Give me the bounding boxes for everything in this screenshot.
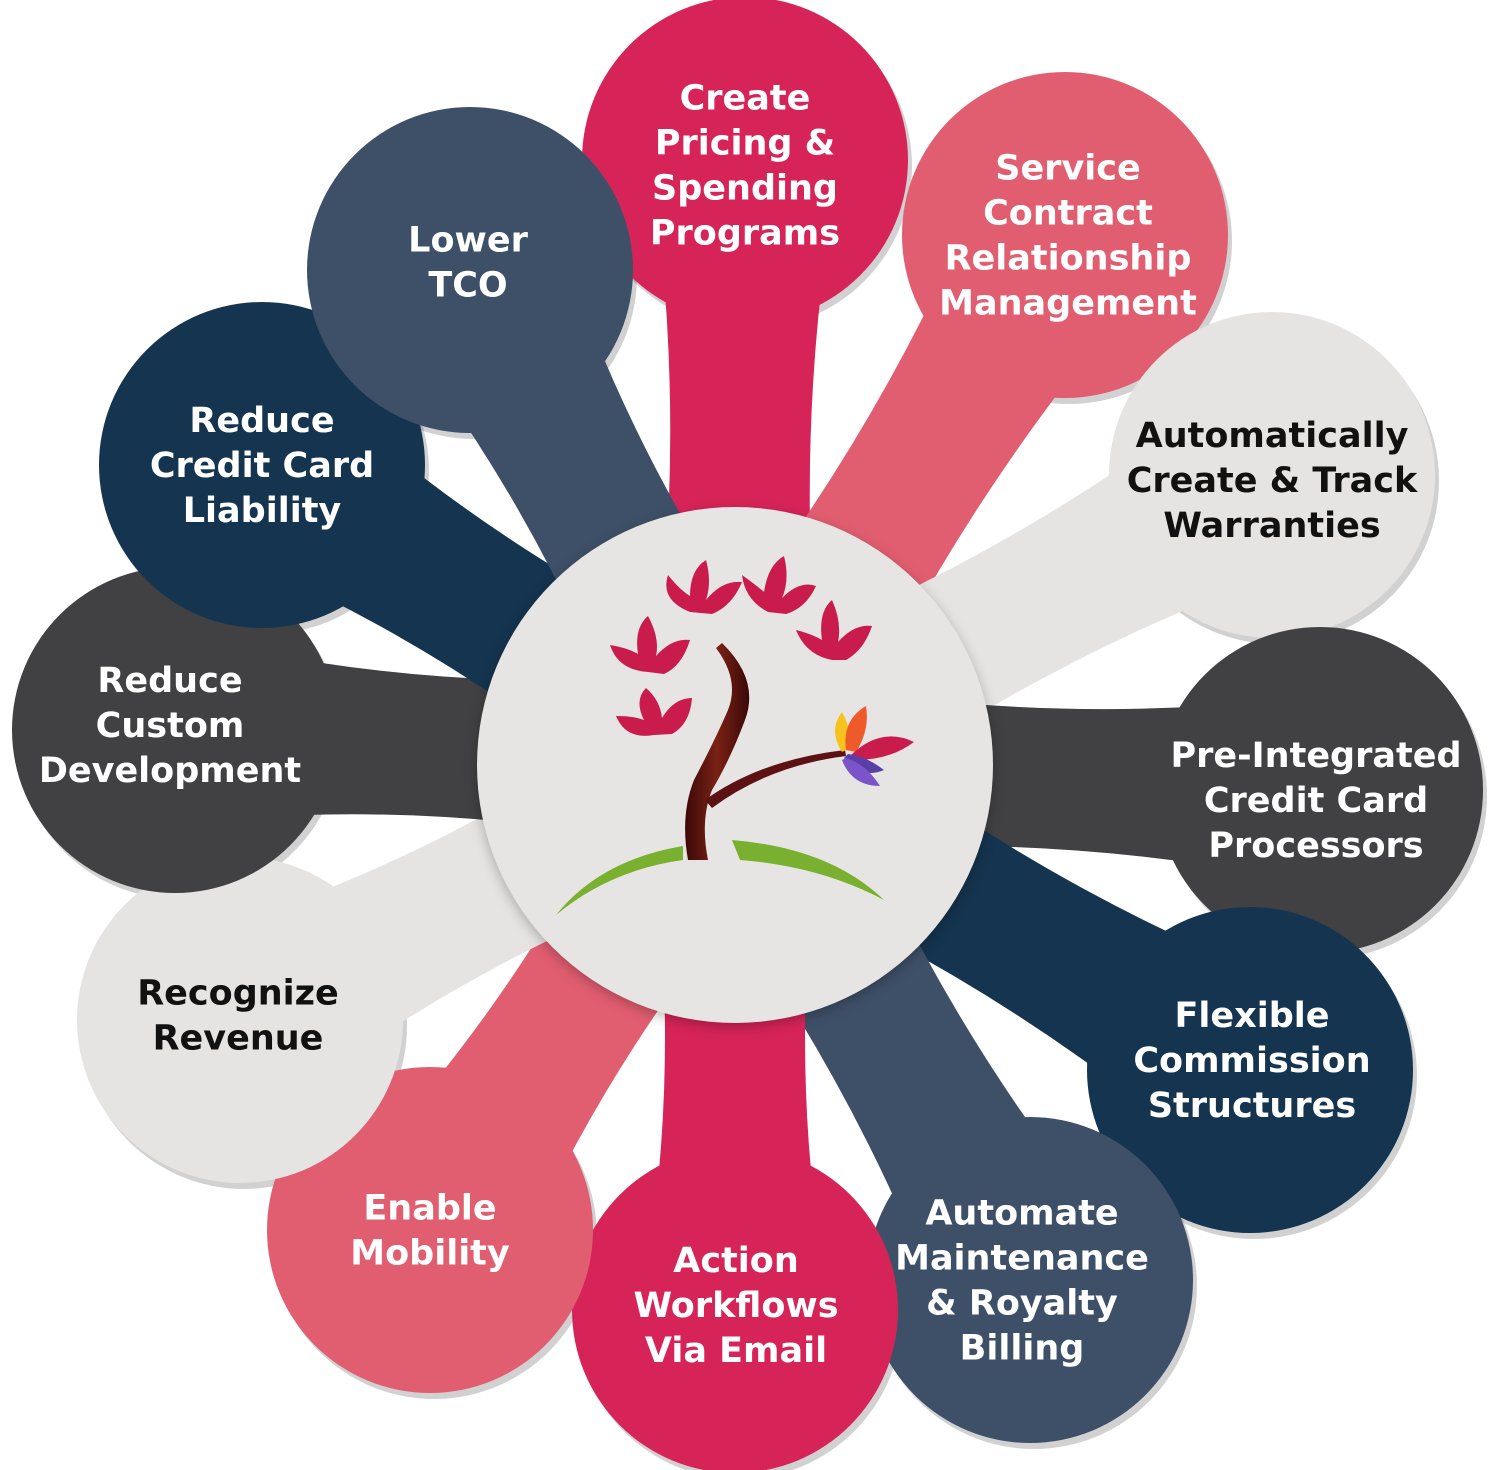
reduce-custom-label-line: Development <box>39 751 301 791</box>
reduce-credit-label-line: Reduce <box>189 401 334 441</box>
automate-maintenance-bubble <box>867 1117 1193 1443</box>
leaf-3 <box>796 600 872 660</box>
lower-tco-label-line: TCO <box>428 266 507 306</box>
flower-petal-purple <box>844 754 884 774</box>
service-contract-label-line: Relationship <box>945 239 1192 279</box>
flower-petal-orange <box>845 706 867 752</box>
recognize-revenue-label-line: Revenue <box>153 1019 324 1059</box>
flexible-commission-bubble <box>1087 907 1413 1233</box>
leaf-1 <box>666 560 742 614</box>
grass-left <box>556 846 683 915</box>
automatically-create-label-line: Automatically <box>1136 416 1409 456</box>
reduce-custom-label-line: Reduce <box>97 661 242 701</box>
tree-branch <box>705 750 846 808</box>
recognize-revenue-bubble <box>77 857 403 1183</box>
flexible-commission-label-line: Commission <box>1133 1041 1370 1081</box>
enable-mobility-label-line: Enable <box>363 1189 496 1229</box>
lower-tco-label-line: Lower <box>408 221 528 261</box>
flower-petal-blue <box>842 758 880 786</box>
automatically-create-label-line: Create & Track <box>1127 461 1418 501</box>
reduce-custom-label-line: Custom <box>96 706 245 746</box>
pre-integrated-label-line: Processors <box>1208 826 1423 866</box>
action-workflows-label-line: Action <box>673 1241 799 1281</box>
automatically-create-bubble <box>1109 312 1435 638</box>
pre-integrated-label-line: Credit Card <box>1204 781 1428 821</box>
create-pricing-label-line: Create <box>680 79 811 119</box>
reduce-credit-bubble <box>99 302 425 628</box>
enable-mobility-bubble <box>267 1067 593 1393</box>
service-contract-label-line: Contract <box>983 194 1153 234</box>
flexible-commission-label-line: Flexible <box>1174 996 1329 1036</box>
action-workflows-label-line: Workflows <box>633 1286 838 1326</box>
tree-trunk <box>685 643 750 860</box>
service-contract-label-line: Service <box>995 149 1141 189</box>
automatically-create-label-line: Warranties <box>1163 506 1380 546</box>
automate-maintenance-label-line: Maintenance <box>895 1239 1149 1279</box>
reduce-credit-label-line: Liability <box>183 491 342 531</box>
reduce-credit-label-line: Credit Card <box>150 446 374 486</box>
automate-maintenance-label-line: & Royalty <box>926 1284 1118 1324</box>
leaf-2 <box>742 556 816 614</box>
action-workflows-label-line: Via Email <box>645 1331 827 1371</box>
tree-logo-icon <box>556 556 914 915</box>
service-contract-label-line: Management <box>939 284 1197 324</box>
automate-maintenance-label-line: Automate <box>925 1194 1118 1234</box>
service-contract-bubble <box>902 72 1228 398</box>
action-workflows-bubble <box>572 1147 898 1470</box>
automate-maintenance-label-line: Billing <box>960 1329 1085 1369</box>
lower-tco-bubble <box>307 107 633 433</box>
enable-mobility-label-line: Mobility <box>350 1234 510 1274</box>
create-pricing-label-line: Programs <box>650 214 840 254</box>
recognize-revenue-label-line: Recognize <box>137 974 339 1014</box>
reduce-custom-bubble <box>12 567 338 893</box>
pre-integrated-label-line: Pre-Integrated <box>1170 736 1461 776</box>
create-pricing-label-line: Spending <box>652 169 838 209</box>
flexible-commission-label-line: Structures <box>1148 1086 1356 1126</box>
create-pricing-label-line: Pricing & <box>655 124 835 164</box>
flower-petal-red <box>850 736 914 760</box>
leaf-4 <box>610 616 690 674</box>
leaf-5 <box>616 688 692 736</box>
pre-integrated-bubble <box>1157 627 1483 953</box>
create-pricing-bubble <box>582 0 908 323</box>
grass-right <box>732 840 884 900</box>
